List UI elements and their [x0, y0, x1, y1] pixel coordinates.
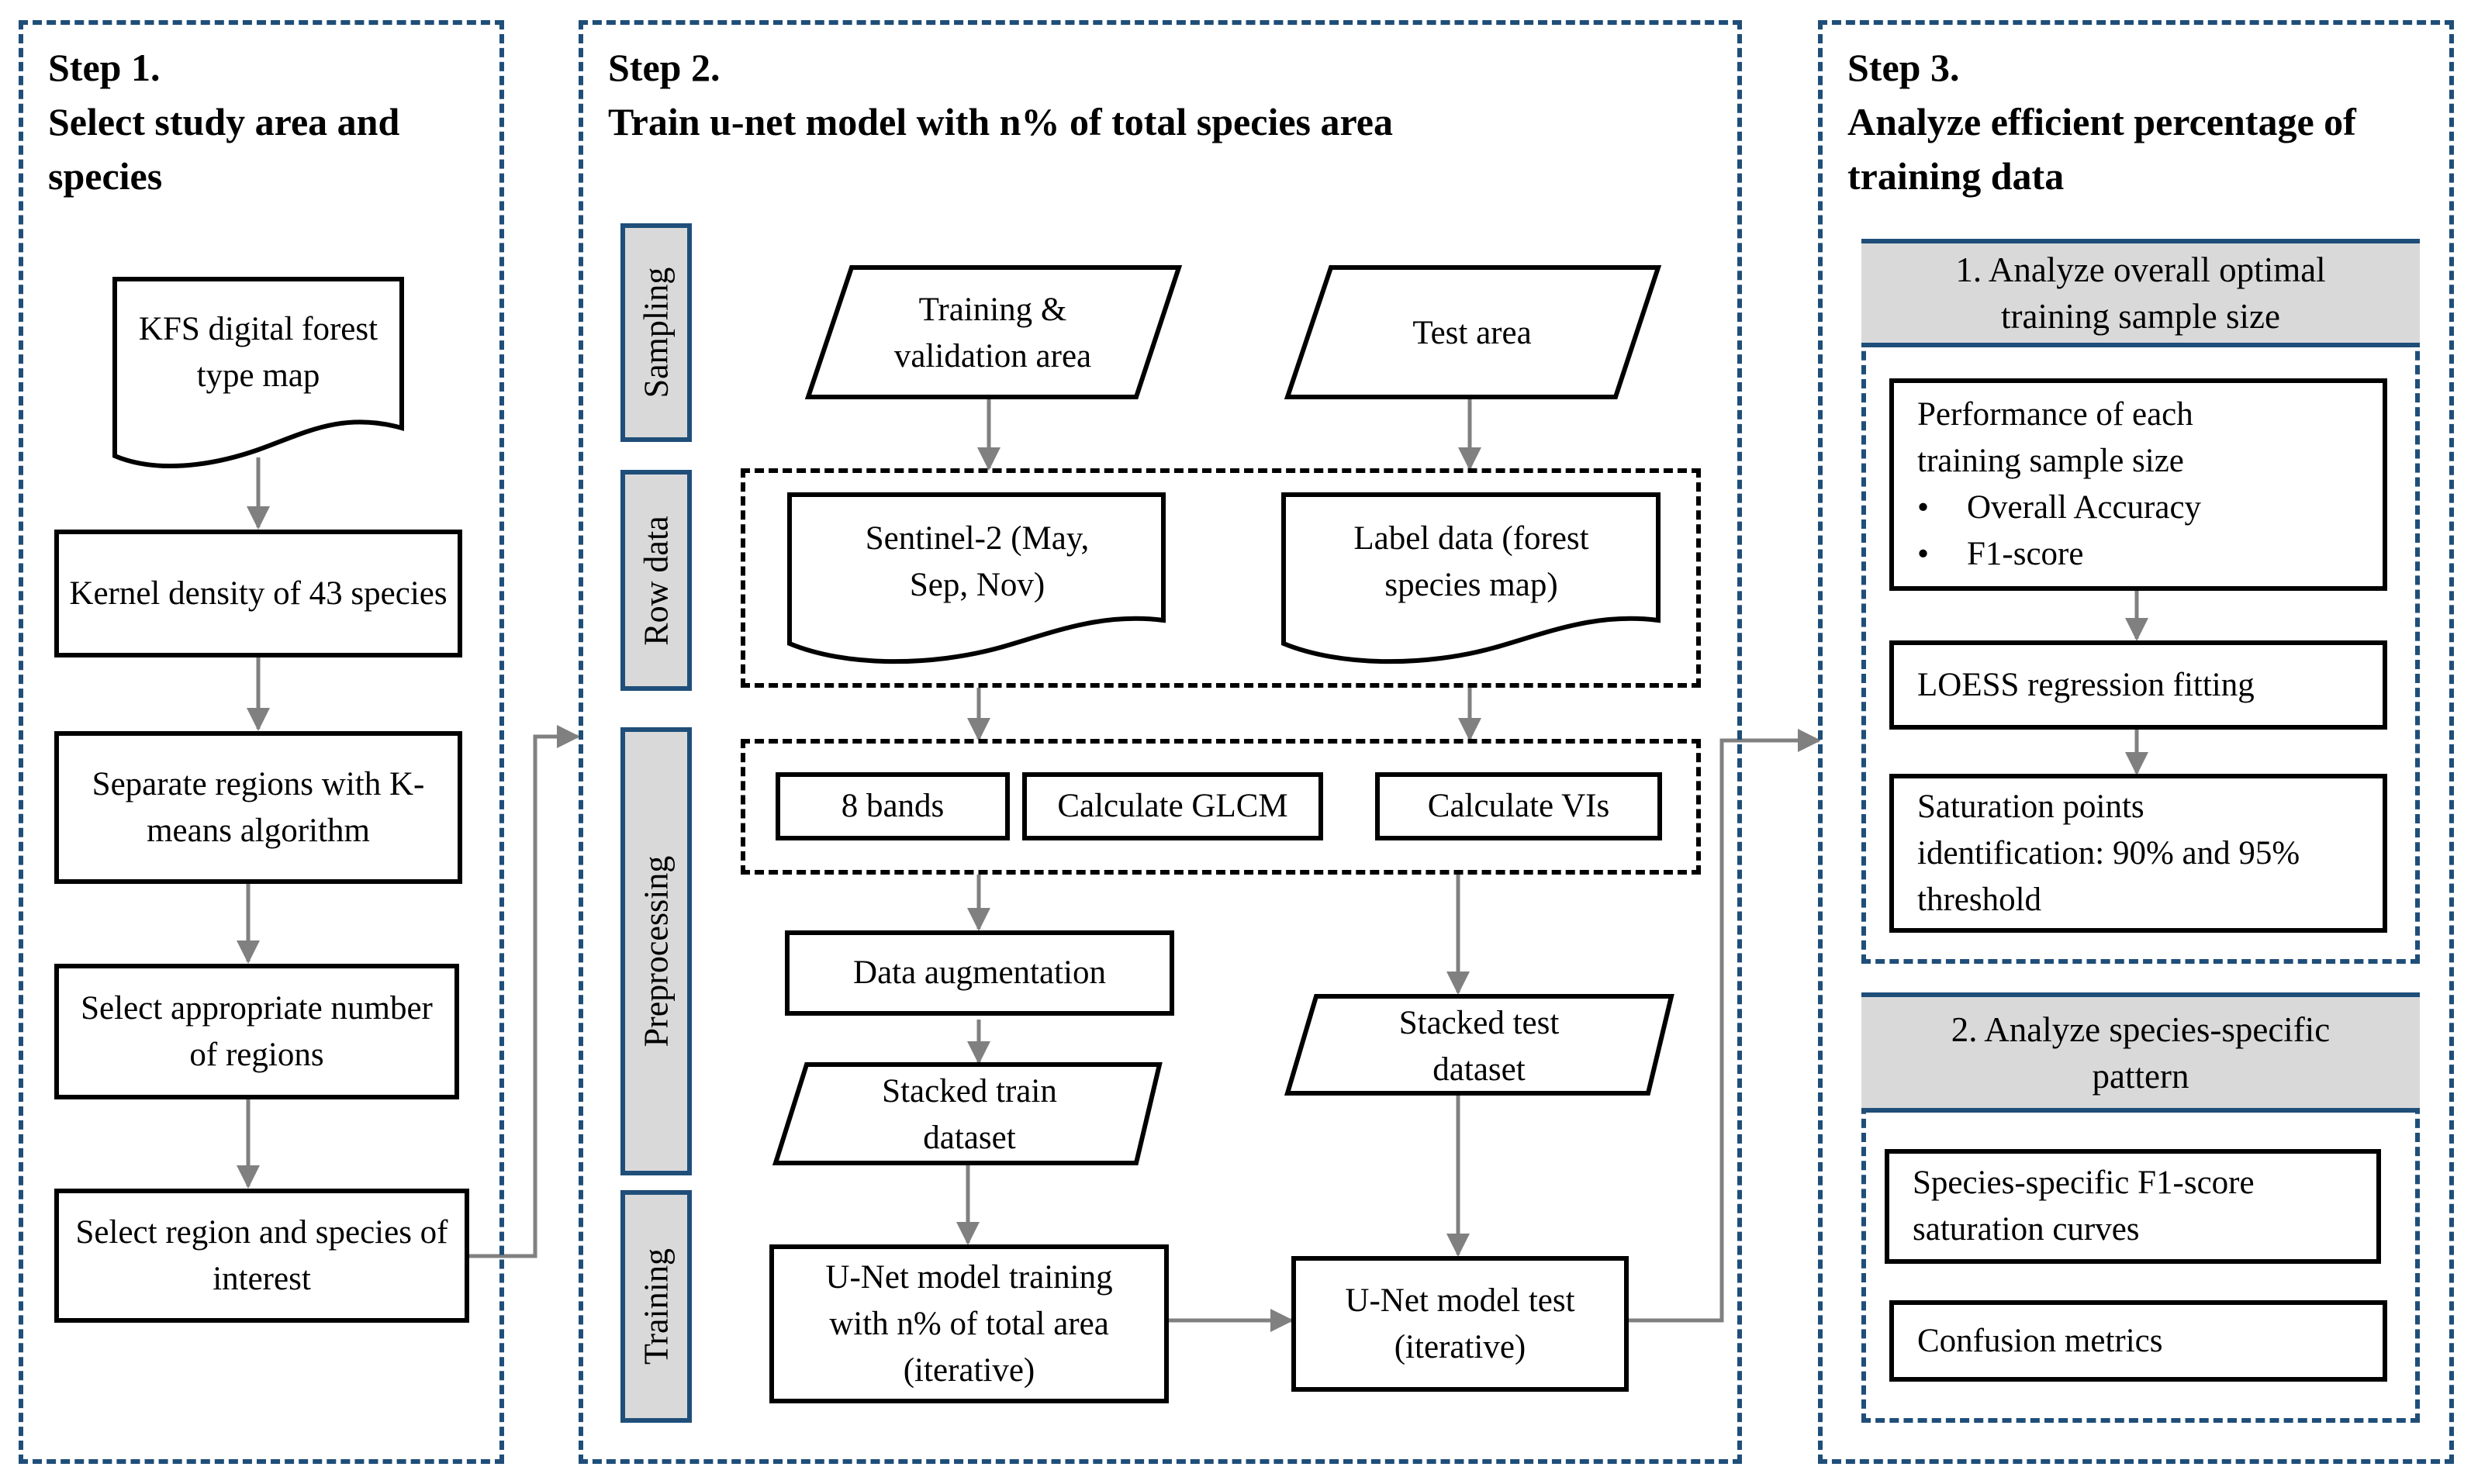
unet-test-label: U-Net model test (iterative) — [1345, 1282, 1575, 1365]
label-data-node: Label data (forest species map) — [1293, 504, 1650, 620]
step1-title: Step 1. Select study area and species — [48, 40, 482, 203]
metric-item: Overall Accuracy — [1917, 485, 2251, 531]
step3-subtitle: Analyze efficient percentage of training… — [1847, 100, 2356, 198]
doc-forest-type-map: KFS digital forest type map — [124, 283, 392, 423]
augmentation-label: Data augmentation — [853, 954, 1106, 991]
section2-header: 2. Analyze species-specific pattern — [1861, 992, 2420, 1113]
stage-training-label: Training — [637, 1248, 676, 1365]
unet-train-box: U-Net model training with n% of total ar… — [769, 1244, 1169, 1403]
confusion-label: Confusion metrics — [1917, 1322, 2163, 1359]
stage-preprocessing-label: Preprocessing — [637, 855, 676, 1047]
step3-title: Step 3. Analyze efficient percentage of … — [1847, 40, 2437, 203]
sentinel-label: Sentinel-2 (May, Sep, Nov) — [865, 520, 1090, 603]
section1-header-label: 1. Analyze overall optimal training samp… — [1955, 250, 2326, 336]
stage-sampling: Sampling — [620, 223, 692, 442]
select-region-label: Select region and species of interest — [75, 1213, 448, 1297]
glcm-label: Calculate GLCM — [1057, 788, 1288, 824]
training-area-node: Training & validation area — [853, 271, 1132, 395]
bands-label: 8 bands — [841, 788, 945, 824]
unet-train-label: U-Net model training with n% of total ar… — [825, 1258, 1113, 1389]
kmeans-box: Separate regions with K-means algorithm — [54, 731, 462, 884]
stacked-train-node: Stacked train dataset — [807, 1068, 1132, 1161]
test-area-node: Test area — [1332, 271, 1612, 395]
performance-box: Performance of each training sample size… — [1889, 378, 2387, 591]
vis-box: Calculate VIs — [1375, 772, 1662, 840]
confusion-box: Confusion metrics — [1889, 1300, 2387, 1382]
stage-sampling-label: Sampling — [637, 267, 676, 399]
select-number-box: Select appropriate number of regions — [54, 964, 459, 1099]
saturation-label: Saturation points identification: 90% an… — [1917, 788, 2300, 918]
step2-heading: Step 2. — [608, 46, 721, 89]
unet-test-box: U-Net model test (iterative) — [1291, 1256, 1629, 1392]
doc-label: KFS digital forest type map — [138, 311, 378, 394]
augmentation-box: Data augmentation — [785, 930, 1174, 1016]
step2-subtitle: Train u-net model with n% of total speci… — [608, 100, 1393, 143]
step2-title: Step 2. Train u-net model with n% of tot… — [608, 40, 1709, 149]
select-region-box: Select region and species of interest — [54, 1189, 469, 1323]
step1-heading: Step 1. — [48, 46, 161, 89]
stacked-test-label: Stacked test dataset — [1398, 1005, 1560, 1088]
kernel-density-label: Kernel density of 43 species — [69, 575, 448, 612]
section2-header-label: 2. Analyze species-specific pattern — [1951, 1009, 2331, 1096]
step3-heading: Step 3. — [1847, 46, 1960, 89]
glcm-box: Calculate GLCM — [1022, 772, 1323, 840]
curves-box: Species-specific F1-score saturation cur… — [1885, 1149, 2381, 1264]
loess-box: LOESS regression fitting — [1889, 640, 2387, 730]
stage-preprocessing: Preprocessing — [620, 727, 692, 1175]
step2-panel — [579, 20, 1742, 1464]
loess-label: LOESS regression fitting — [1917, 666, 2255, 703]
bands-box: 8 bands — [776, 772, 1010, 840]
saturation-box: Saturation points identification: 90% an… — [1889, 774, 2387, 933]
stage-row-data: Row data — [620, 470, 692, 691]
kernel-density-box: Kernel density of 43 species — [54, 530, 462, 657]
label-data-label: Label data (forest species map) — [1353, 520, 1589, 603]
metrics-list: Overall Accuracy F1-score — [1917, 485, 2251, 578]
stacked-test-node: Stacked test dataset — [1316, 1000, 1642, 1093]
arrow-step2-to-step3 — [1629, 729, 1821, 1323]
kmeans-label: Separate regions with K-means algorithm — [92, 765, 425, 849]
step1-panel — [19, 20, 504, 1464]
performance-title: Performance of each training sample size — [1917, 396, 2193, 479]
curves-label: Species-specific F1-score saturation cur… — [1913, 1165, 2255, 1248]
performance-content: Performance of each training sample size… — [1917, 392, 2251, 578]
row-data-group — [741, 468, 1701, 688]
training-area-label: Training & validation area — [893, 292, 1092, 374]
sentinel-node: Sentinel-2 (May, Sep, Nov) — [799, 504, 1156, 620]
metric-item: F1-score — [1917, 531, 2251, 578]
select-number-label: Select appropriate number of regions — [81, 989, 433, 1073]
stage-row-data-label: Row data — [637, 515, 676, 646]
step1-subtitle: Select study area and species — [48, 100, 400, 198]
stage-training: Training — [620, 1190, 692, 1423]
test-area-label: Test area — [1412, 315, 1532, 351]
section1-header: 1. Analyze overall optimal training samp… — [1861, 239, 2420, 347]
stacked-train-label: Stacked train dataset — [882, 1073, 1057, 1156]
preprocessing-group — [741, 739, 1701, 875]
vis-label: Calculate VIs — [1427, 788, 1610, 824]
